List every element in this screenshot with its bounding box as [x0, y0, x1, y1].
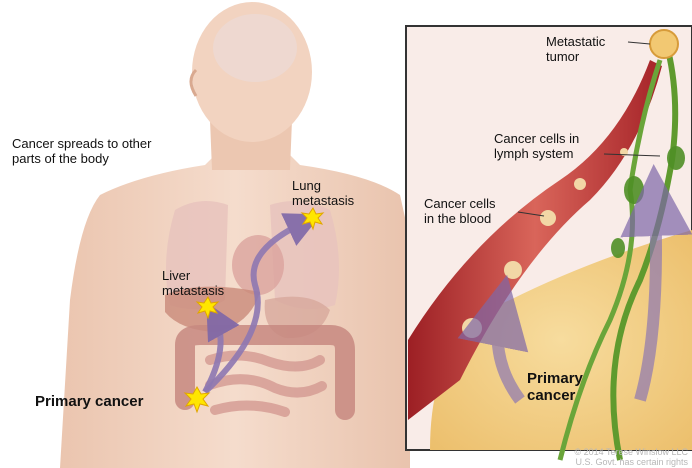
brain — [213, 14, 297, 82]
metastatic-tumor-label: Metastatic tumor — [546, 34, 605, 64]
blood-cell-cluster — [462, 318, 482, 338]
lymph-node — [611, 238, 625, 258]
blood-cell-cluster — [574, 178, 586, 190]
copyright-notice: © 2014 Terese Winslow LLC U.S. Govt. has… — [574, 447, 688, 467]
lymph-node — [624, 176, 644, 204]
blood-cells-label: Cancer cells in the blood — [424, 196, 496, 226]
lymph-system-label: Cancer cells in lymph system — [494, 131, 579, 161]
blood-cell-cluster — [504, 261, 522, 279]
primary-cancer-left-label: Primary cancer — [35, 393, 143, 410]
lymph-node — [667, 146, 685, 170]
liver-metastasis-label: Liver metastasis — [162, 268, 224, 298]
lung-metastasis-label: Lung metastasis — [292, 178, 354, 208]
primary-cancer-right-label: Primary cancer — [527, 370, 583, 404]
blood-cell-cluster — [540, 210, 556, 226]
metastatic-tumor — [650, 30, 678, 58]
spread-caption: Cancer spreads to other parts of the bod… — [12, 136, 151, 166]
